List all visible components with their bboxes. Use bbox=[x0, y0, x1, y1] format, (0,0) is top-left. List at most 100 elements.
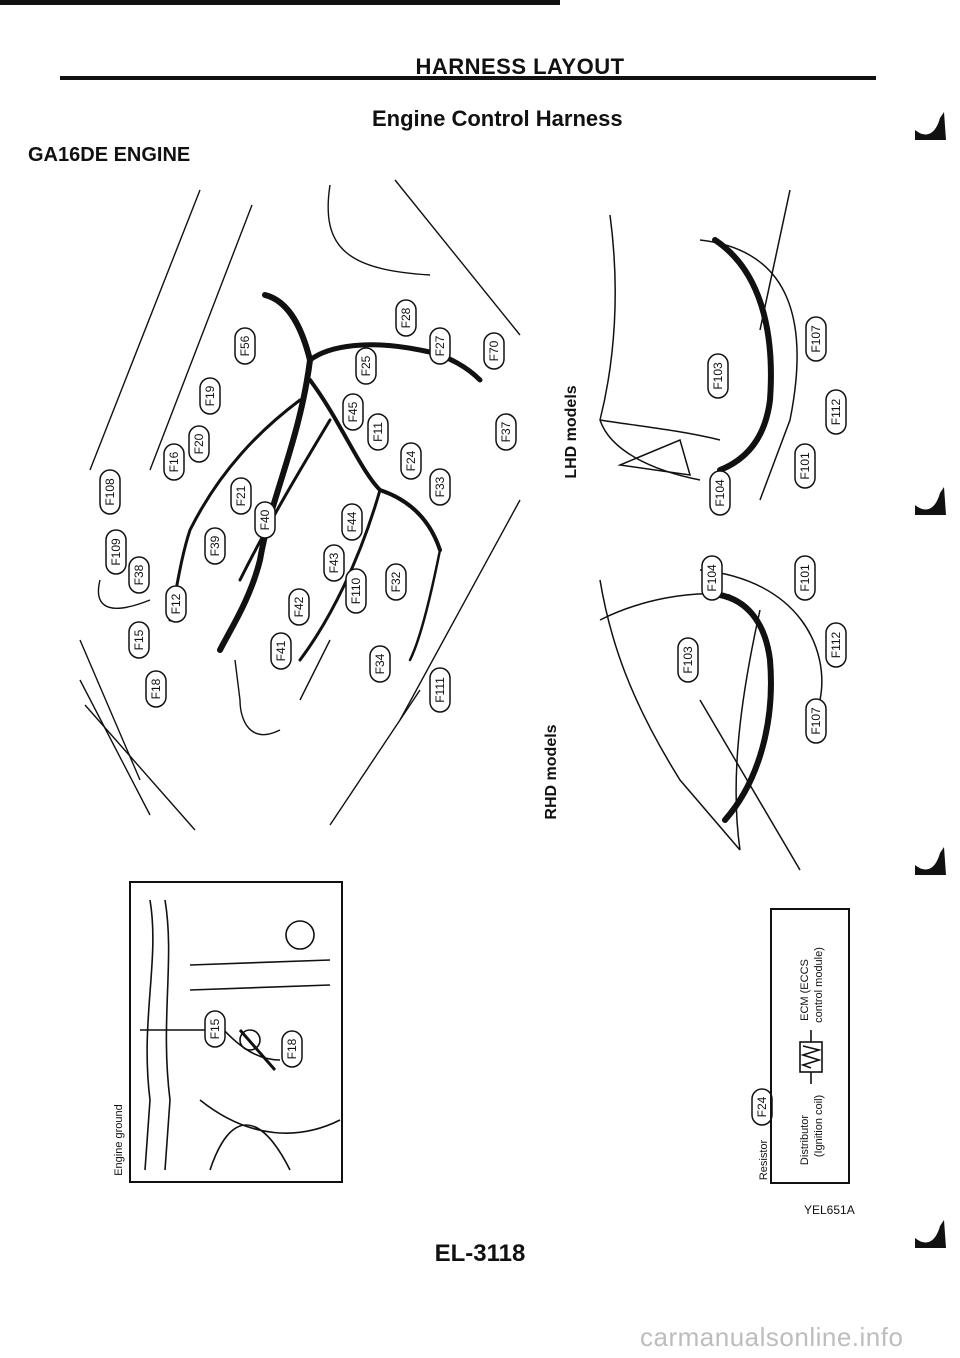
resistor-symbol bbox=[799, 1030, 823, 1084]
connector-id: F33 bbox=[433, 476, 447, 497]
main-connector-f38: F38 bbox=[128, 556, 150, 594]
connector-badge bbox=[145, 670, 167, 708]
main-connector-f70: F70 bbox=[483, 332, 505, 370]
sub-title: Engine Control Harness bbox=[372, 106, 623, 131]
connector-id: F34 bbox=[373, 653, 387, 674]
connector-id: F112 bbox=[829, 631, 843, 658]
main-connector-f32: F32 bbox=[385, 563, 407, 601]
rhd-connector-f104: F104 bbox=[701, 555, 723, 601]
rhd-connector-f101: F101 bbox=[794, 555, 816, 601]
connector-badge bbox=[281, 1030, 303, 1068]
main-connector-f12: F12 bbox=[165, 585, 187, 623]
connector-badge bbox=[429, 468, 451, 506]
connector-id: F104 bbox=[705, 564, 719, 592]
engine-label: GA16DE ENGINE bbox=[28, 144, 191, 166]
main-connector-f11: F11 bbox=[367, 413, 389, 451]
connector-badge bbox=[128, 621, 150, 659]
legend-connector-f24: F24 bbox=[751, 1088, 773, 1126]
connector-id: F101 bbox=[798, 564, 812, 592]
connector-id: F11 bbox=[371, 422, 385, 442]
connector-badge bbox=[400, 442, 422, 480]
main-connector-f37: F37 bbox=[495, 413, 517, 451]
main-connector-f56: F56 bbox=[234, 327, 256, 365]
main-connector-f25: F25 bbox=[355, 347, 377, 385]
connector-id: F21 bbox=[234, 485, 248, 506]
connector-badge bbox=[805, 698, 827, 744]
connector-id: F18 bbox=[149, 678, 163, 699]
connector-id: F25 bbox=[359, 355, 373, 376]
connector-id: F45 bbox=[346, 401, 360, 422]
connector-badge bbox=[234, 327, 256, 365]
main-connector-f43: F43 bbox=[323, 544, 345, 582]
top-rule bbox=[0, 0, 560, 5]
connector-badge bbox=[199, 377, 221, 415]
connector-badge bbox=[254, 501, 276, 539]
tab-marks bbox=[915, 112, 946, 1248]
connector-badge bbox=[341, 503, 363, 541]
main-connector-f39: F39 bbox=[204, 527, 226, 565]
connector-badge bbox=[709, 470, 731, 516]
connector-id: F108 bbox=[103, 478, 117, 506]
connector-id: F101 bbox=[798, 452, 812, 480]
main-connector-f110: F110 bbox=[345, 568, 367, 614]
connector-id: F24 bbox=[755, 1096, 769, 1117]
main-connector-f19: F19 bbox=[199, 377, 221, 415]
connector-badge bbox=[367, 413, 389, 451]
connector-badge bbox=[794, 443, 816, 489]
main-connector-f18: F18 bbox=[145, 670, 167, 708]
connector-id: F107 bbox=[809, 707, 823, 735]
connector-badge bbox=[355, 347, 377, 385]
page-number: EL-3118 bbox=[434, 1240, 526, 1267]
connector-badge bbox=[204, 1010, 226, 1048]
lhd-models-label: LHD models bbox=[563, 385, 580, 479]
lhd-wire bbox=[712, 237, 774, 473]
connector-id: F112 bbox=[829, 398, 843, 425]
ecm-label: ECM (ECCS bbox=[799, 959, 811, 1021]
ecm-sublabel: control module) bbox=[813, 947, 825, 1023]
connector-id: F42 bbox=[292, 596, 306, 617]
connector-badge bbox=[188, 425, 210, 463]
connector-id: F38 bbox=[132, 564, 146, 585]
connector-badge bbox=[99, 469, 121, 515]
connector-badge bbox=[369, 645, 391, 683]
connector-badge bbox=[483, 332, 505, 370]
engine-outline bbox=[79, 179, 521, 831]
connector-id: F103 bbox=[681, 646, 695, 674]
connector-id: F104 bbox=[713, 479, 727, 507]
main-connector-f40: F40 bbox=[254, 501, 276, 539]
main-connector-f44: F44 bbox=[341, 503, 363, 541]
main-connector-f111: F111 bbox=[429, 667, 451, 713]
connector-badge bbox=[395, 299, 417, 337]
main-connector-f24: F24 bbox=[400, 442, 422, 480]
connector-badge bbox=[707, 353, 729, 399]
main-connector-f27: F27 bbox=[429, 327, 451, 365]
main-connector-f34: F34 bbox=[369, 645, 391, 683]
connector-id: F16 bbox=[167, 451, 181, 472]
main-connector-f41: F41 bbox=[270, 632, 292, 670]
lhd-connector-f104: F104 bbox=[709, 470, 731, 516]
connector-id: F18 bbox=[285, 1038, 299, 1059]
rhd-models-label: RHD models bbox=[543, 724, 560, 820]
connector-id: F40 bbox=[258, 509, 272, 530]
rhd-connector-f107: F107 bbox=[805, 698, 827, 744]
engine-ground-connector-f15: F15 bbox=[204, 1010, 226, 1048]
lhd-connector-f112: F112 bbox=[825, 389, 847, 435]
connector-badge bbox=[825, 622, 847, 668]
engine-ground-connector-f18: F18 bbox=[281, 1030, 303, 1068]
lhd-connector-f107: F107 bbox=[805, 316, 827, 362]
resistor-label: Resistor bbox=[758, 1139, 770, 1181]
connector-id: F43 bbox=[327, 552, 341, 573]
connector-badge bbox=[204, 527, 226, 565]
connector-badge bbox=[677, 637, 699, 683]
distributor-sublabel: (Ignition coil) bbox=[813, 1094, 825, 1158]
connector-id: F109 bbox=[109, 538, 123, 566]
main-connector-f109: F109 bbox=[105, 529, 127, 575]
resistor-legend-box bbox=[770, 908, 850, 1184]
connector-id: F15 bbox=[132, 629, 146, 650]
connector-badge bbox=[385, 563, 407, 601]
main-connector-f16: F16 bbox=[163, 443, 185, 481]
title-rule bbox=[60, 76, 876, 80]
main-connector-f33: F33 bbox=[429, 468, 451, 506]
connector-id: F39 bbox=[208, 535, 222, 556]
